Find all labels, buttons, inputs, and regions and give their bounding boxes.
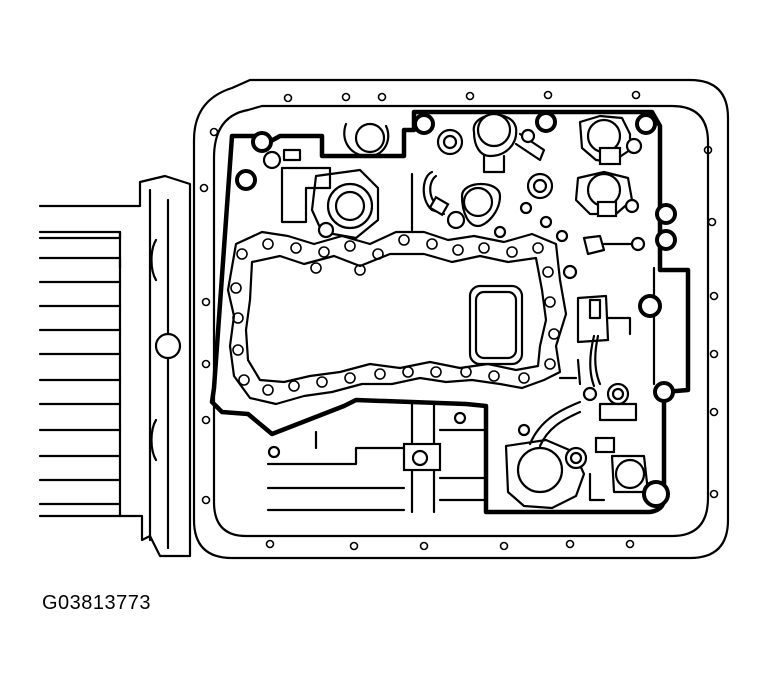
valve-body-outline: [209, 109, 691, 515]
right-valve-details: [528, 114, 656, 448]
figure-code-label: G03813773: [42, 592, 152, 614]
valve-body-bolts: [235, 111, 677, 508]
upper-valve-body: [262, 112, 569, 243]
lower-valve-body: [266, 402, 488, 514]
separator-plate-holes: [230, 234, 560, 396]
lower-right-valve-body: [504, 423, 650, 510]
transmission-case: [38, 174, 192, 558]
flange-bolt-holes: [199, 90, 719, 551]
separator-plate: [226, 230, 568, 406]
